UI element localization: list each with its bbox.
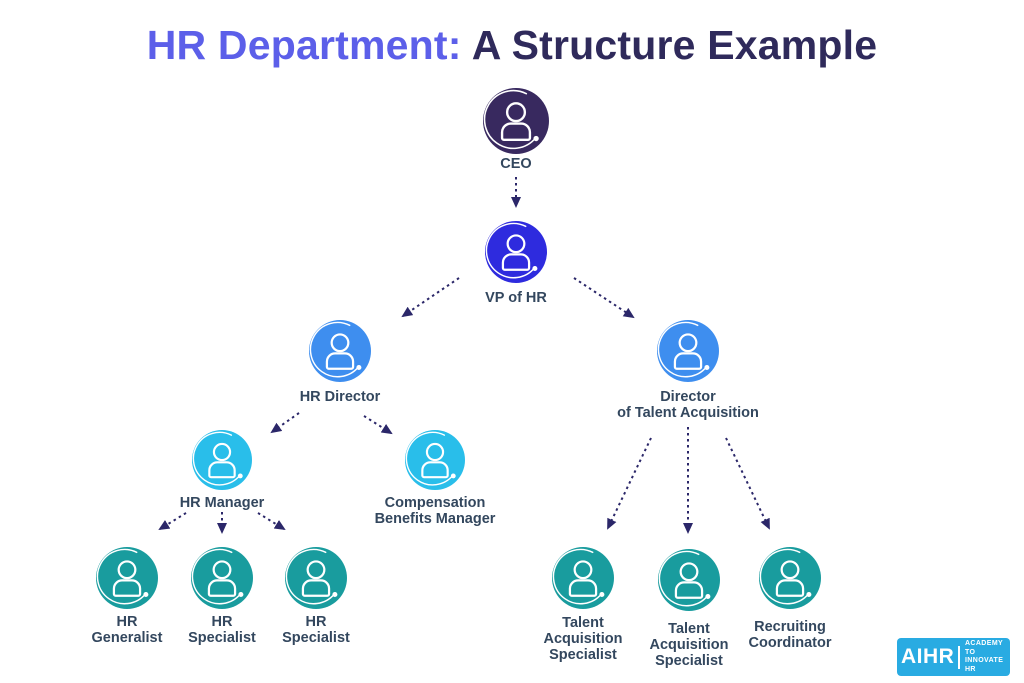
aihr-logo-tagline: ACADEMY TO INNOVATE HR: [965, 640, 1006, 674]
org-node-label: Talent Acquisition Specialist: [543, 615, 623, 663]
person-badge-icon: [405, 430, 465, 490]
org-node-hr-generalist: HR Generalist: [42, 547, 212, 646]
person-badge-icon: [483, 88, 549, 154]
aihr-logo-tagline-line1: ACADEMY TO: [964, 640, 1004, 656]
org-node-talent-acquisition-specialist-1: Talent Acquisition Specialist: [498, 547, 668, 663]
aihr-logo-divider: [958, 645, 960, 669]
org-node-label: VP of HR: [485, 290, 547, 306]
person-badge-icon: [485, 221, 547, 283]
org-node-label: Talent Acquisition Specialist: [649, 621, 729, 669]
org-node-label: HR Director: [299, 389, 381, 405]
org-node-talent-acquisition-specialist-2: Talent Acquisition Specialist: [604, 549, 774, 669]
person-badge-icon: [309, 320, 371, 382]
org-node-label: HR Generalist: [91, 614, 163, 646]
org-node-vp-hr: VP of HR: [431, 221, 601, 306]
org-node-label: CEO: [500, 156, 532, 172]
person-badge-icon: [657, 320, 719, 382]
aihr-logo-tagline-line2: INNOVATE HR: [964, 657, 1004, 673]
org-node-hr-manager: HR Manager: [137, 430, 307, 511]
org-node-label: HR Manager: [179, 495, 265, 511]
org-node-label: Compensation Benefits Manager: [374, 495, 496, 527]
org-node-hr-specialist-1: HR Specialist: [137, 547, 307, 646]
org-node-compensation-benefits-manager: Compensation Benefits Manager: [350, 430, 520, 527]
page-title: HR Department: A Structure Example: [0, 22, 1024, 69]
org-node-label: Recruiting Coordinator: [748, 619, 832, 651]
edge-hr-manager-hr-specialist-2: [257, 512, 286, 531]
edge-director-ta-recruiting-coordinator: [725, 437, 770, 530]
org-node-label: Director of Talent Acquisition: [617, 389, 759, 421]
page-title-highlight: HR Department:: [146, 22, 462, 68]
edge-director-ta-talent-acquisition-specialist-1: [607, 437, 652, 530]
org-node-ceo: CEO: [431, 88, 601, 172]
aihr-logo-brand: AIHR: [901, 645, 955, 668]
edge-hr-manager-hr-generalist: [158, 512, 187, 531]
aihr-logo: AIHR ACADEMY TO INNOVATE HR: [897, 638, 1010, 676]
person-badge-icon: [759, 547, 821, 609]
page-title-rest: A Structure Example: [471, 22, 878, 68]
org-node-label: HR Specialist: [282, 614, 350, 646]
org-node-director-talent-acquisition: Director of Talent Acquisition: [603, 320, 773, 421]
org-node-label: HR Specialist: [188, 614, 256, 646]
org-node-recruiting-coordinator: Recruiting Coordinator: [705, 547, 875, 651]
org-node-hr-director: HR Director: [255, 320, 425, 405]
org-node-hr-specialist-2: HR Specialist: [231, 547, 401, 646]
person-badge-icon: [192, 430, 252, 490]
person-badge-icon: [285, 547, 347, 609]
